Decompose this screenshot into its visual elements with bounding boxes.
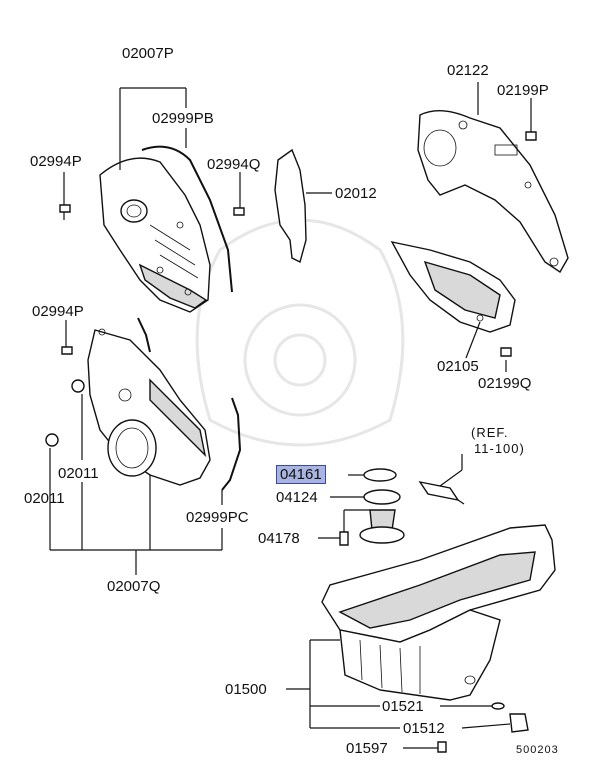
label-02105[interactable]: 02105 (437, 358, 479, 375)
label-01512[interactable]: 01512 (403, 720, 445, 737)
drain-washer-01521 (491, 702, 505, 710)
cover-gasket-pc (221, 397, 242, 491)
label-02999PB[interactable]: 02999PB (152, 110, 214, 127)
watermark-emblem (195, 218, 405, 447)
label-01597[interactable]: 01597 (346, 740, 388, 757)
bolt-01597 (437, 741, 447, 753)
drain-plug-01512 (509, 713, 529, 733)
label-02007Q[interactable]: 02007Q (107, 578, 161, 595)
label-02199Q[interactable]: 02199Q (478, 375, 532, 392)
leader-lines (49, 82, 532, 749)
reference-note-line2: 11-100) (474, 441, 525, 456)
gasket-04161 (363, 468, 397, 482)
cover-gasket-top (137, 317, 151, 353)
sealant-tube (418, 480, 465, 505)
timing-bracket (274, 148, 307, 264)
label-02199P[interactable]: 02199P (497, 82, 549, 99)
plug-02011-b (45, 433, 59, 447)
bolt-02199P (525, 131, 537, 141)
bolt-02199Q (500, 347, 512, 357)
bolt-02994Q (233, 207, 245, 216)
label-02994P-mid[interactable]: 02994P (32, 303, 84, 320)
cover-gasket-pb (141, 145, 233, 293)
diagram-code: 500203 (516, 744, 559, 756)
label-01500[interactable]: 01500 (225, 681, 267, 698)
label-02994P-top[interactable]: 02994P (30, 153, 82, 170)
label-04124[interactable]: 04124 (276, 489, 318, 506)
reference-note-line1: (REF. (471, 425, 509, 440)
lower-timing-cover (87, 328, 211, 486)
plug-02011-a (71, 379, 85, 393)
label-04178[interactable]: 04178 (258, 530, 300, 547)
strainer-04124 (359, 489, 405, 544)
oil-pan (321, 524, 556, 701)
label-02007P[interactable]: 02007P (122, 45, 174, 62)
label-04161-highlighted[interactable]: 04161 (276, 465, 326, 484)
label-02994Q[interactable]: 02994Q (207, 156, 261, 173)
label-02012[interactable]: 02012 (335, 185, 377, 202)
upper-timing-cover (99, 157, 211, 313)
bolt-04178 (339, 531, 349, 546)
label-02122[interactable]: 02122 (447, 62, 489, 79)
lower-plate (390, 241, 516, 333)
bolt-02994P-mid (61, 346, 73, 355)
label-02999PC[interactable]: 02999PC (186, 509, 249, 526)
label-02011-a[interactable]: 02011 (58, 465, 99, 482)
upper-plate (417, 110, 569, 273)
label-01521[interactable]: 01521 (382, 698, 424, 715)
label-02011-b[interactable]: 02011 (24, 490, 65, 507)
bolt-02994P-top (59, 204, 71, 220)
